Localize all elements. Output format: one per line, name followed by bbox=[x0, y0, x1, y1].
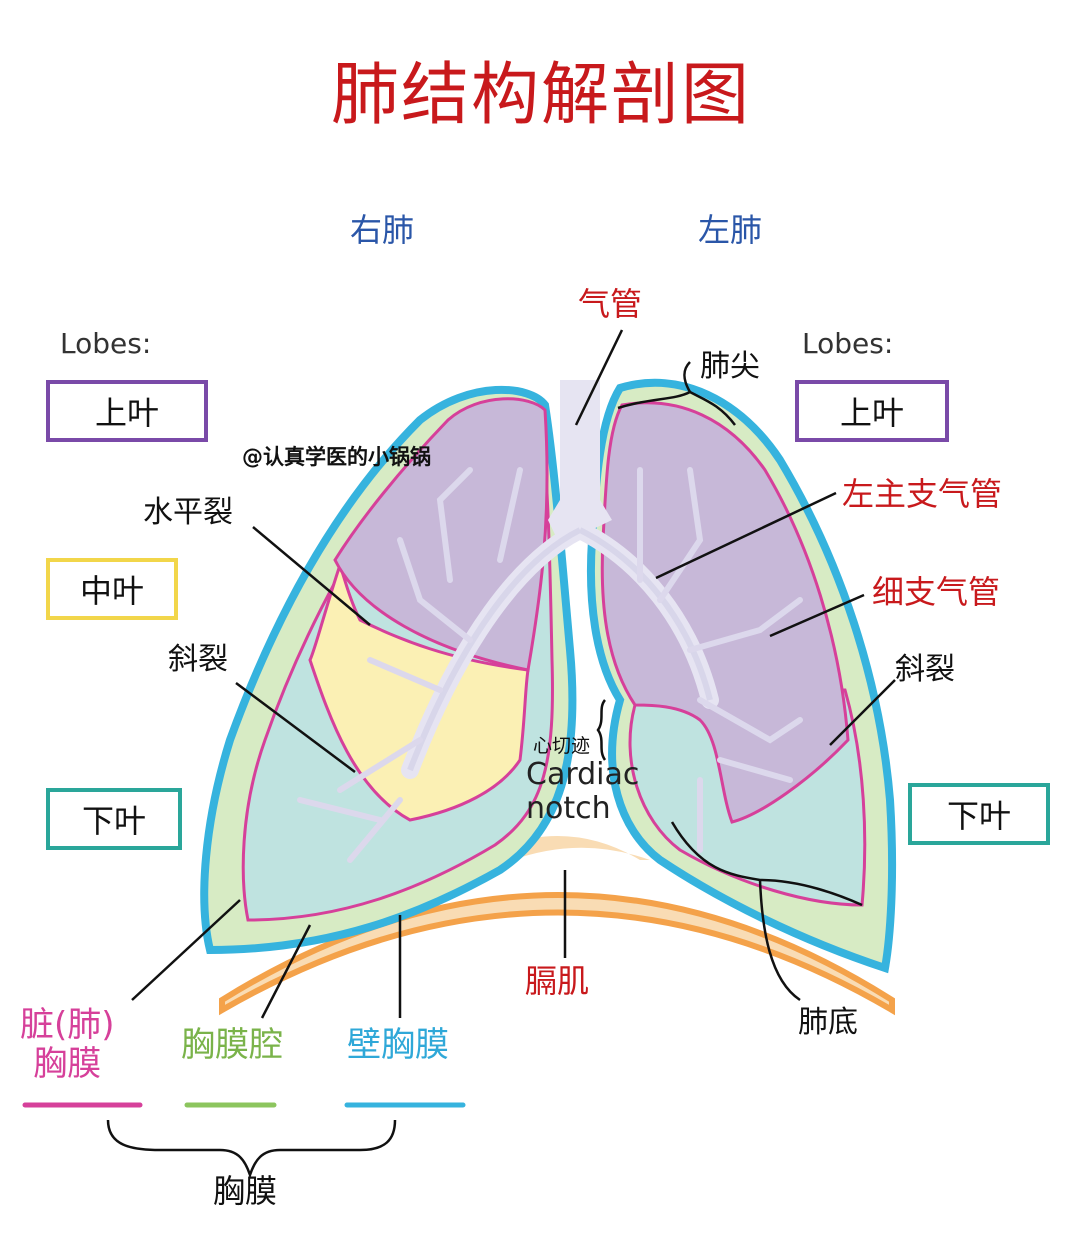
lobes-header-left: Lobes: bbox=[802, 327, 894, 360]
left-upper-lobe bbox=[600, 401, 850, 824]
apex-label: 肺尖 bbox=[700, 349, 760, 384]
visceral-pleura-line-2: 胸膜 bbox=[33, 1044, 102, 1085]
trachea-shape bbox=[548, 380, 612, 545]
right-lower-lobe-box: 下叶 bbox=[46, 788, 182, 850]
visceral-pleura-label: 脏(肺) 胸膜 bbox=[20, 1005, 115, 1085]
cardiac-notch-cn-label: 心切迹 bbox=[533, 735, 591, 757]
pleural-cavity-label: 胸膜腔 bbox=[181, 1025, 283, 1065]
watermark: @认真学医的小锅锅 bbox=[242, 445, 431, 469]
bronchiole-label: 细支气管 bbox=[872, 573, 1001, 611]
lung-base-label: 肺底 bbox=[798, 1005, 858, 1040]
left-lung-heading: 左肺 bbox=[698, 211, 763, 249]
visceral-pleura-line-1: 脏(肺) bbox=[20, 1005, 115, 1045]
left-upper-lobe-box: 上叶 bbox=[795, 380, 949, 442]
parietal-pleura-label: 壁胸膜 bbox=[347, 1025, 449, 1065]
page-title: 肺结构解剖图 bbox=[330, 56, 751, 135]
right-middle-lobe bbox=[308, 560, 530, 822]
right-middle-lobe-box: 中叶 bbox=[46, 558, 178, 620]
right-lung-heading: 右肺 bbox=[350, 211, 415, 249]
diaphragm-label: 膈肌 bbox=[525, 962, 590, 1000]
left-lower-lobe-box: 下叶 bbox=[908, 783, 1050, 845]
cardiac-notch-en-label-1: Cardiac bbox=[526, 757, 640, 792]
leader-lines bbox=[106, 329, 896, 1179]
horizontal-fissure-label: 水平裂 bbox=[143, 495, 233, 530]
oblique-fissure-right-label: 斜裂 bbox=[168, 642, 228, 677]
oblique-fissure-left-label: 斜裂 bbox=[895, 652, 955, 687]
lobes-header-right: Lobes: bbox=[60, 327, 152, 360]
trachea-label: 气管 bbox=[578, 285, 643, 323]
pleura-group-label: 胸膜 bbox=[213, 1172, 278, 1210]
right-upper-lobe-box: 上叶 bbox=[46, 380, 208, 442]
cardiac-notch-en-label-2: notch bbox=[526, 791, 611, 826]
left-main-bronchus-label: 左主支气管 bbox=[842, 475, 1003, 513]
